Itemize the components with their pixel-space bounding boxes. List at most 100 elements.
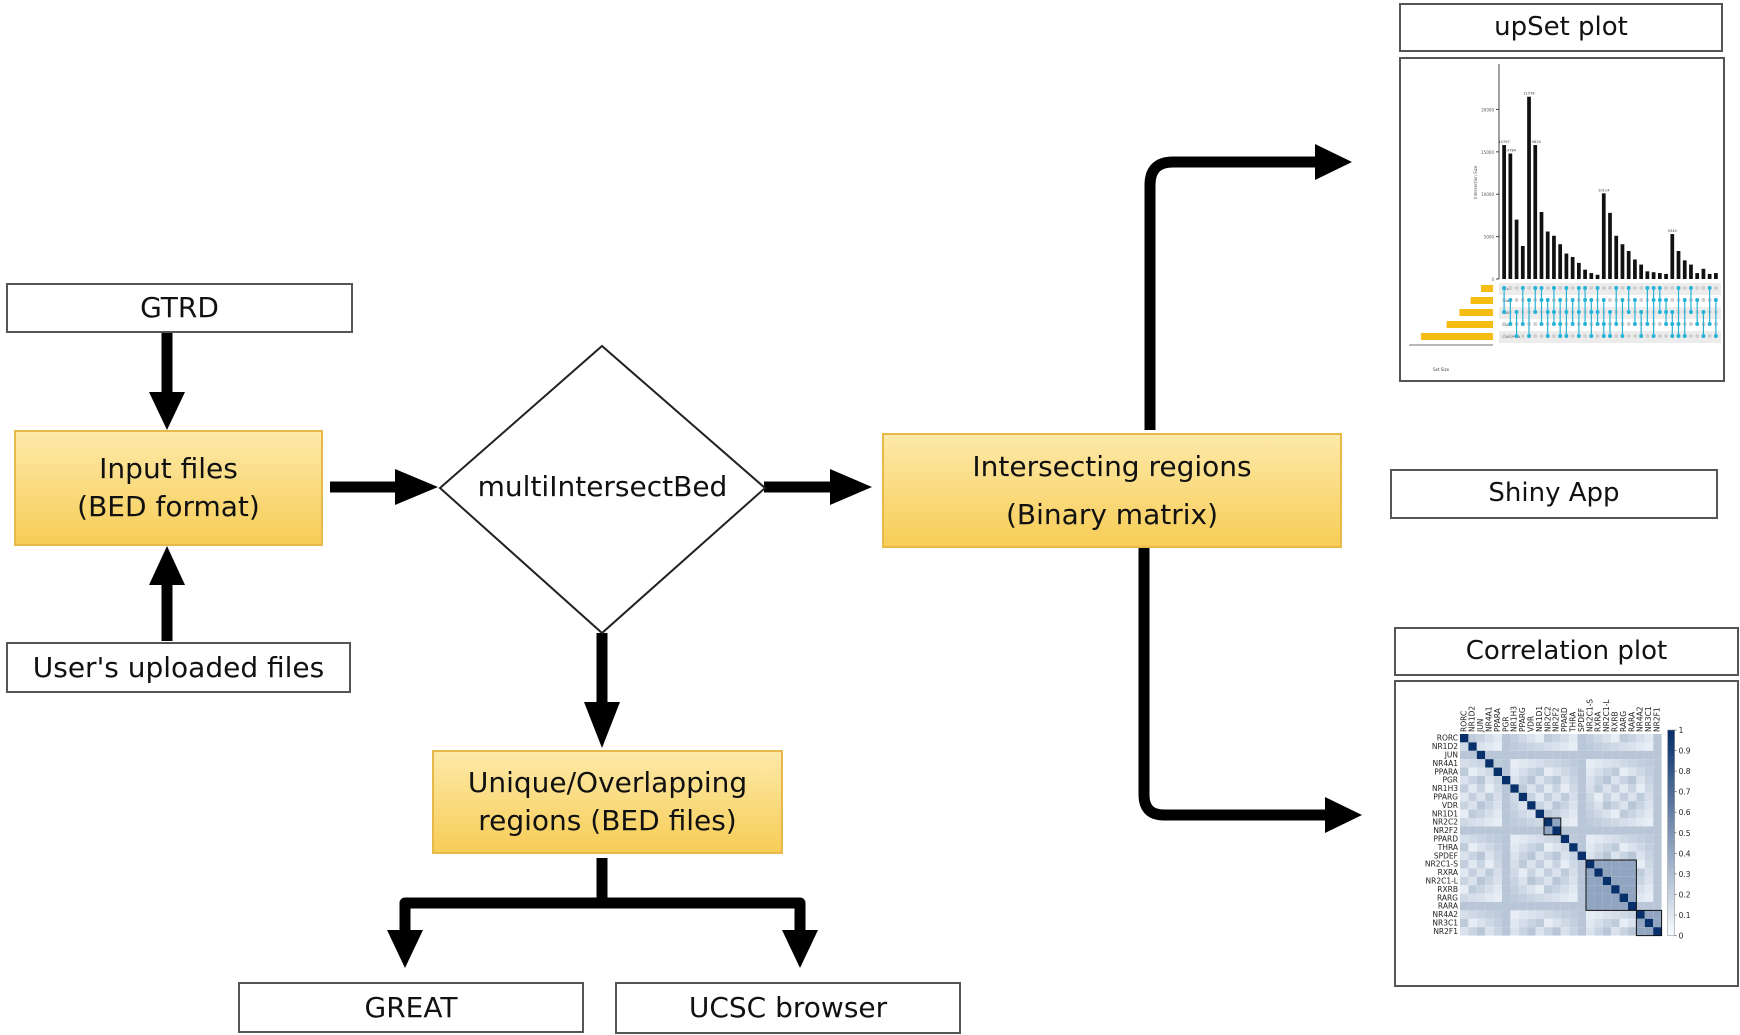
multiintersectbed-label: multiIntersectBed <box>440 470 765 503</box>
corr-colorbar-segment <box>1667 843 1675 849</box>
corr-cell <box>1619 784 1628 793</box>
upset-bar <box>1707 273 1712 279</box>
arrowhead-multi-intersect <box>830 469 872 505</box>
corr-cell <box>1510 876 1519 886</box>
corr-cell <box>1518 750 1528 760</box>
corr-cell <box>1628 851 1637 860</box>
corr-cell <box>1493 860 1502 869</box>
upset-matrix-dot <box>1502 322 1507 326</box>
corr-cell <box>1594 809 1603 818</box>
corr-cell <box>1485 792 1494 802</box>
corr-cell <box>1602 918 1612 928</box>
corr-cell <box>1510 868 1519 877</box>
corr-cell <box>1644 826 1654 835</box>
corr-cell <box>1510 910 1519 919</box>
corr-cell <box>1586 809 1595 818</box>
corr-cell <box>1502 910 1511 919</box>
corr-cell <box>1586 868 1595 877</box>
corr-cell <box>1560 792 1570 802</box>
corr-cell <box>1644 742 1654 751</box>
corr-cell <box>1619 742 1628 751</box>
corr-cell <box>1476 834 1486 844</box>
corr-cell <box>1518 851 1528 860</box>
corr-col-label: NR4A1 <box>1485 706 1494 732</box>
upset-bar <box>1533 145 1538 279</box>
corr-cell <box>1644 885 1654 894</box>
corr-cell <box>1460 734 1469 743</box>
corr-cell <box>1644 876 1654 886</box>
upset-bar <box>1545 231 1550 279</box>
corr-cell <box>1535 918 1544 928</box>
corr-cell <box>1569 876 1578 886</box>
upset-set-label: NCoR <box>1502 287 1512 291</box>
corr-row-label: RARA <box>1438 902 1459 911</box>
corr-cell <box>1594 742 1603 751</box>
corr-cell <box>1476 792 1486 802</box>
corr-col-label: JUN <box>1476 719 1485 733</box>
corr-cell <box>1628 759 1637 768</box>
corr-cell <box>1594 826 1603 835</box>
corr-cell <box>1518 734 1528 743</box>
corr-cell <box>1628 784 1637 793</box>
upset-bar <box>1714 273 1718 279</box>
corr-cell <box>1560 902 1570 911</box>
corr-cell <box>1560 885 1570 894</box>
corr-cluster-box <box>1635 909 1663 937</box>
corr-cell <box>1653 776 1662 785</box>
corr-cell <box>1476 860 1486 869</box>
corr-cell <box>1535 927 1544 936</box>
corr-cell <box>1577 834 1586 844</box>
corr-cell <box>1485 902 1494 911</box>
corr-cell <box>1493 809 1502 818</box>
corr-cell <box>1569 734 1578 743</box>
corr-cell <box>1527 809 1536 818</box>
corr-cell <box>1493 750 1502 760</box>
corr-cell <box>1619 927 1628 936</box>
arrow-intersect-to-corr <box>1138 547 1330 821</box>
corr-cell <box>1510 902 1519 911</box>
corr-cell <box>1602 826 1612 835</box>
corr-colorbar-segment <box>1667 848 1675 854</box>
corr-cell <box>1577 801 1586 810</box>
upset-bar-label: 14784 <box>1505 149 1517 153</box>
corr-col-label: PPARA <box>1493 707 1502 732</box>
corr-cell <box>1611 809 1620 818</box>
upset-matrix-dot <box>1632 286 1637 290</box>
upset-matrix-dot <box>1589 286 1594 290</box>
corr-cell <box>1527 851 1536 860</box>
corr-cell <box>1594 860 1603 869</box>
corr-cell <box>1569 927 1578 936</box>
corr-cell <box>1518 784 1528 793</box>
corr-cell <box>1527 767 1536 776</box>
intersecting-regions-box: Intersecting regions (Binary matrix) <box>882 433 1342 548</box>
corr-cell <box>1460 860 1469 869</box>
upset-bar-label: 15820 <box>1530 140 1541 144</box>
corr-cell <box>1468 843 1477 852</box>
arrowhead-ucsc <box>782 930 818 968</box>
corr-cell <box>1518 918 1528 928</box>
corr-cell <box>1569 918 1578 928</box>
corr-cell <box>1552 876 1561 886</box>
corr-cell <box>1577 885 1586 894</box>
corr-cell <box>1628 750 1637 760</box>
corr-cell <box>1594 767 1603 776</box>
corr-row-label: NR4A1 <box>1433 759 1459 768</box>
upset-bar-label: 10114 <box>1598 188 1610 192</box>
corr-cell <box>1602 851 1612 860</box>
corr-cell <box>1510 918 1519 928</box>
corr-cell <box>1636 742 1645 751</box>
corr-cell <box>1518 843 1528 852</box>
corr-cell <box>1644 851 1654 860</box>
corr-cell <box>1552 851 1561 860</box>
unique-line1: Unique/Overlapping <box>467 766 748 800</box>
upset-ytick-label: 20000 <box>1481 107 1494 112</box>
corr-cell <box>1518 927 1528 936</box>
corr-cell <box>1560 910 1570 919</box>
corr-cell <box>1636 801 1645 810</box>
corr-cell <box>1493 826 1502 835</box>
corr-col-label: NR2F1 <box>1653 707 1662 732</box>
great-box: GREAT <box>238 982 584 1033</box>
upset-bar <box>1633 259 1637 279</box>
corr-cell <box>1468 742 1477 751</box>
